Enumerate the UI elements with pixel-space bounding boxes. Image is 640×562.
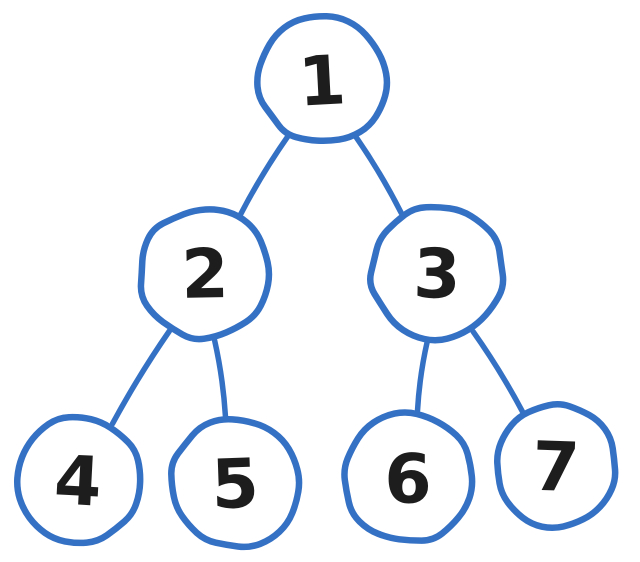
edge-2-4 <box>109 328 173 427</box>
node-circle <box>367 203 507 344</box>
tree-node-6: 6 <box>341 409 476 544</box>
edge-3-7 <box>470 328 526 415</box>
edge-1-3 <box>353 133 404 216</box>
node-circle <box>14 413 144 547</box>
tree-node-2: 2 <box>137 206 273 343</box>
node-circle <box>494 401 619 532</box>
edge-1-2 <box>238 133 291 217</box>
node-circle <box>137 206 273 343</box>
tree-node-5: 5 <box>168 416 303 551</box>
node-label: 3 <box>413 235 462 315</box>
node-circle <box>341 409 476 544</box>
tree-node-4: 4 <box>14 413 144 547</box>
node-label: 4 <box>52 441 103 522</box>
node-label: 5 <box>210 445 260 526</box>
tree-node-3: 3 <box>367 203 507 344</box>
node-circle <box>168 416 303 551</box>
node-label: 1 <box>296 41 347 122</box>
node-label: 7 <box>531 428 581 509</box>
node-label: 6 <box>384 440 431 519</box>
edge-3-6 <box>414 338 431 414</box>
edge-2-5 <box>211 337 229 419</box>
tree-node-7: 7 <box>494 401 619 532</box>
node-circle <box>254 13 391 145</box>
node-label: 2 <box>181 235 230 315</box>
tree-node-1: 1 <box>254 13 391 145</box>
